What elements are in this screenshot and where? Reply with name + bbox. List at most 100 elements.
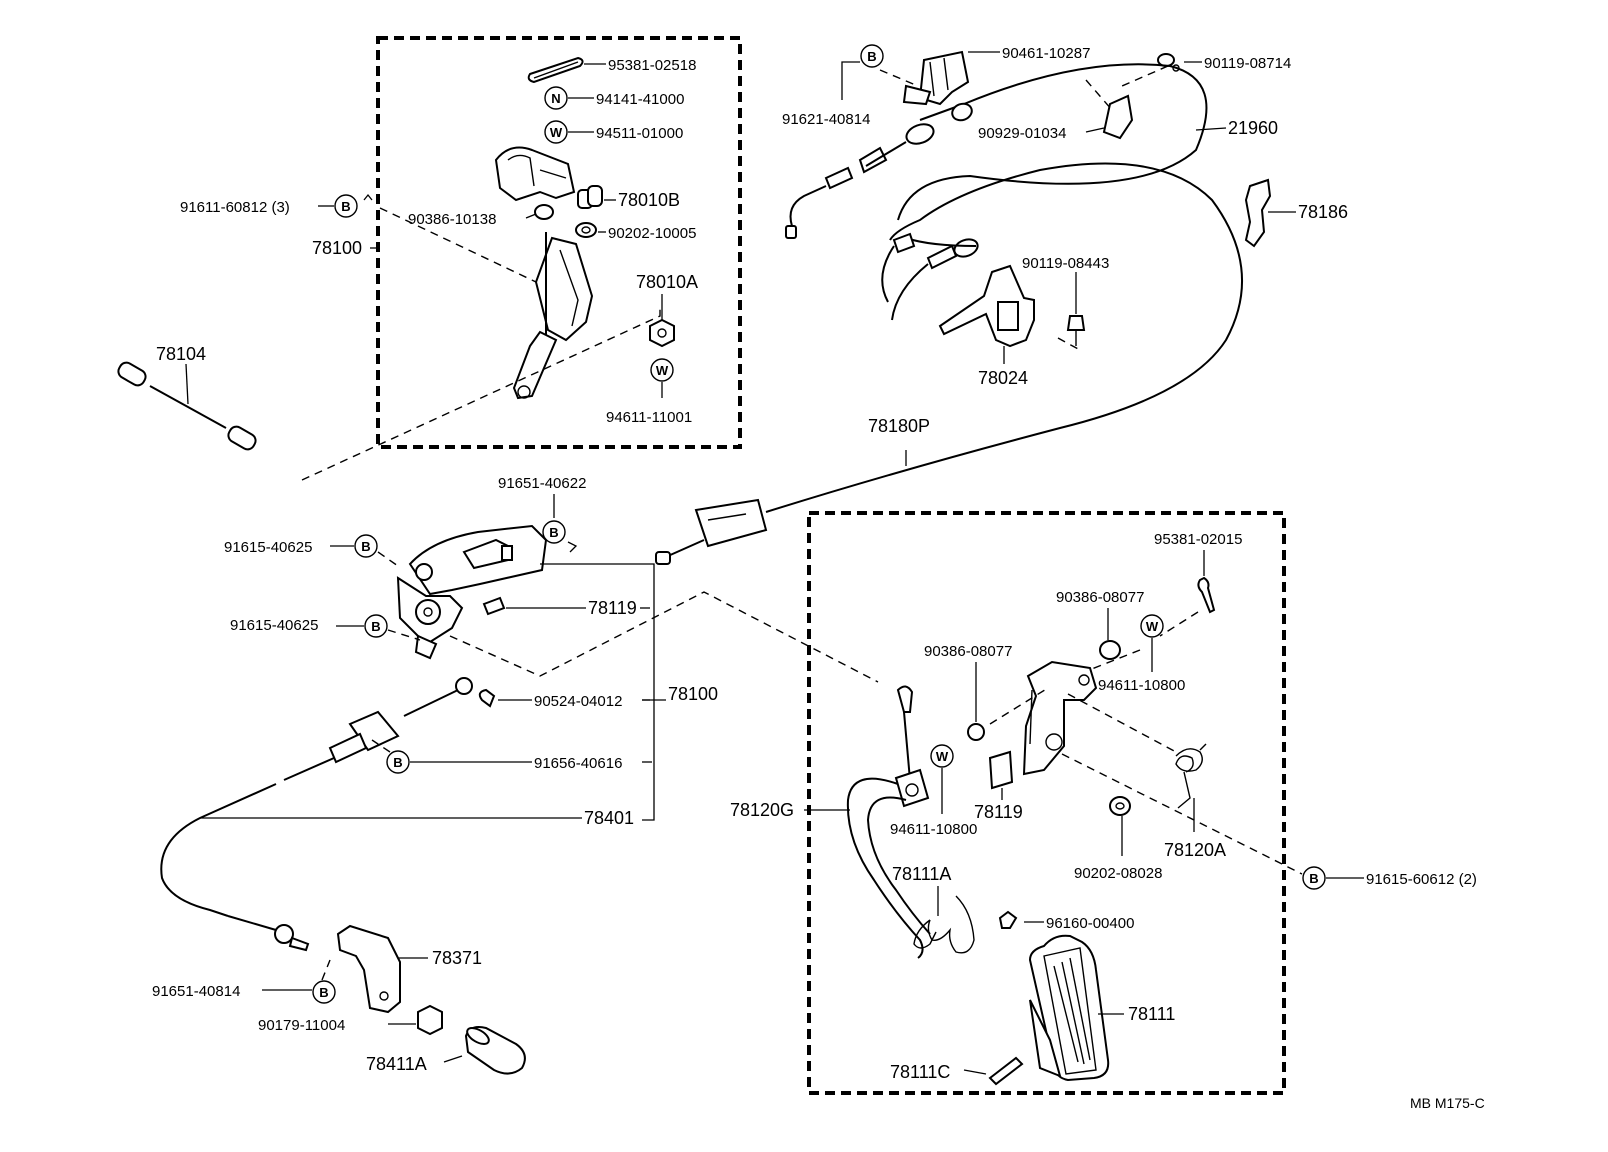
spring-78120A [1175,743,1207,809]
bracket-90461-10287 [902,50,970,106]
label-94611-11001: 94611-11001 [606,409,692,426]
svg-text:B: B [361,539,370,554]
label-91615-40625-a: 91615-40625 [224,539,312,556]
spring-78111A [913,895,975,954]
cable-78180P [765,162,1243,513]
label-90119-08714: 90119-08714 [1204,55,1291,72]
clip-96160-00400 [998,910,1018,929]
washer-90202-10005 [575,222,597,238]
nut-78010A [649,318,675,348]
label-78371: 78371 [432,948,482,968]
label-90386-10138: 90386-10138 [408,211,496,228]
label-95381-02518: 95381-02518 [608,57,696,74]
washer-symbol-icon: W [544,120,568,144]
bolt-symbol-91651-40814-icon: B [312,980,336,1004]
svg-text:B: B [371,619,380,634]
cable-end-78180P [655,498,768,565]
label-91615-60612: 91615-60612 (2) [1366,871,1477,888]
svg-text:B: B [1309,871,1318,886]
rod-78104 [117,361,257,451]
bushing-78010B [577,185,603,209]
label-78111: 78111 [1128,1004,1175,1024]
svg-text:W: W [936,749,949,764]
nut-symbol-icon: N [544,86,568,110]
washer-symbol-94611-10800-b-icon: W [930,744,954,768]
label-94611-10800-a: 94611-10800 [1098,677,1185,694]
bolt-symbol-91615-40625-b-icon: B [364,614,388,638]
label-90929-01034: 90929-01034 [978,125,1066,142]
stopper-78411A [464,1026,526,1075]
svg-text:W: W [656,363,669,378]
svg-text:B: B [393,755,402,770]
label-94511-01000: 94511-01000 [596,125,683,142]
label-78119-left: 78119 [588,598,637,618]
label-90461-10287: 90461-10287 [1002,45,1090,62]
label-78010B: 78010B [618,190,680,210]
svg-text:B: B [341,199,350,214]
svg-text:W: W [1146,619,1159,634]
bushing-90386-08077-b [967,723,985,741]
label-90202-08028: 90202-08028 [1074,865,1162,882]
label-21960: 21960 [1228,118,1278,138]
label-90119-08443: 90119-08443 [1022,255,1109,272]
cable-21960 [897,63,1208,221]
label-78411A: 78411A [366,1054,427,1074]
label-78401: 78401 [584,808,634,828]
bolt-symbol-91656-40616-icon: B [386,750,410,774]
svg-text:B: B [549,525,558,540]
pedal-bracket [1022,660,1098,776]
label-78186: 78186 [1298,202,1348,222]
label-94611-10800-b: 94611-10800 [890,821,977,838]
pedal-pad-78111 [1028,934,1110,1082]
label-78120A: 78120A [1164,840,1226,860]
bushing-78119-left [482,596,506,616]
label-91615-40625-b: 91615-40625 [230,617,318,634]
bolt-symbol-91615-40625-a-icon: B [354,534,378,558]
label-78104: 78104 [156,344,206,364]
nut-90179-11004 [417,1004,443,1036]
label-78111A: 78111A [892,864,951,884]
lever-bracket-part [494,146,594,400]
label-78024: 78024 [978,368,1028,388]
label-91651-40622: 91651-40622 [498,475,586,492]
label-90386-08077-b: 90386-08077 [924,643,1012,660]
bolt-symbol-91621-40814-icon: B [860,44,884,68]
bushing-90386-08077-a [1099,640,1121,660]
bushing-78119-right [988,750,1014,790]
cotter-pin-95381-02015 [1197,576,1216,614]
washer-90386-10138 [534,204,554,220]
label-90524-04012: 90524-04012 [534,693,622,710]
lever-78100-assembly [396,524,548,660]
bracket-78371 [336,924,401,1014]
diagram-id: MB M175-C [1410,1095,1485,1111]
clamp-90929-01034 [1102,94,1134,140]
label-78010A: 78010A [636,272,698,292]
label-78120G: 78120G [730,800,794,820]
bolt-symbol-91651-40622-icon: B [542,520,566,544]
bolt-90119-08443 [1066,315,1086,346]
label-78111C: 78111C [890,1062,950,1082]
label-94141-41000: 94141-41000 [596,91,684,108]
label-90202-10005: 90202-10005 [608,225,696,242]
pedal-lever-78120G [846,685,931,959]
svg-text:N: N [551,91,560,106]
label-90386-08077-a: 90386-08077 [1056,589,1144,606]
label-78119-right: 78119 [974,802,1023,822]
washer-90202-08028 [1109,796,1131,816]
label-95381-02015: 95381-02015 [1154,531,1242,548]
svg-text:W: W [550,125,563,140]
label-91621-40814: 91621-40814 [782,111,870,128]
washer-symbol-94611-11001-icon: W [650,358,674,382]
label-78180P: 78180P [868,416,930,436]
label-91611-60812: 91611-60812 (3) [180,199,290,216]
label-90179-11004: 90179-11004 [258,1017,345,1034]
bolt-symbol-91611-60812-icon: B [334,194,358,218]
clip-78186 [1244,178,1272,248]
label-78100-upper: 78100 [312,238,362,258]
upper-lever-group-frame [376,36,742,449]
pin-78111C [988,1056,1024,1086]
washer-symbol-94611-10800-a-icon: W [1140,614,1164,638]
cotter-pin-95381-02518 [527,56,584,84]
svg-text:B: B [867,49,876,64]
bolt-symbol-91615-60612-icon: B [1302,866,1326,890]
